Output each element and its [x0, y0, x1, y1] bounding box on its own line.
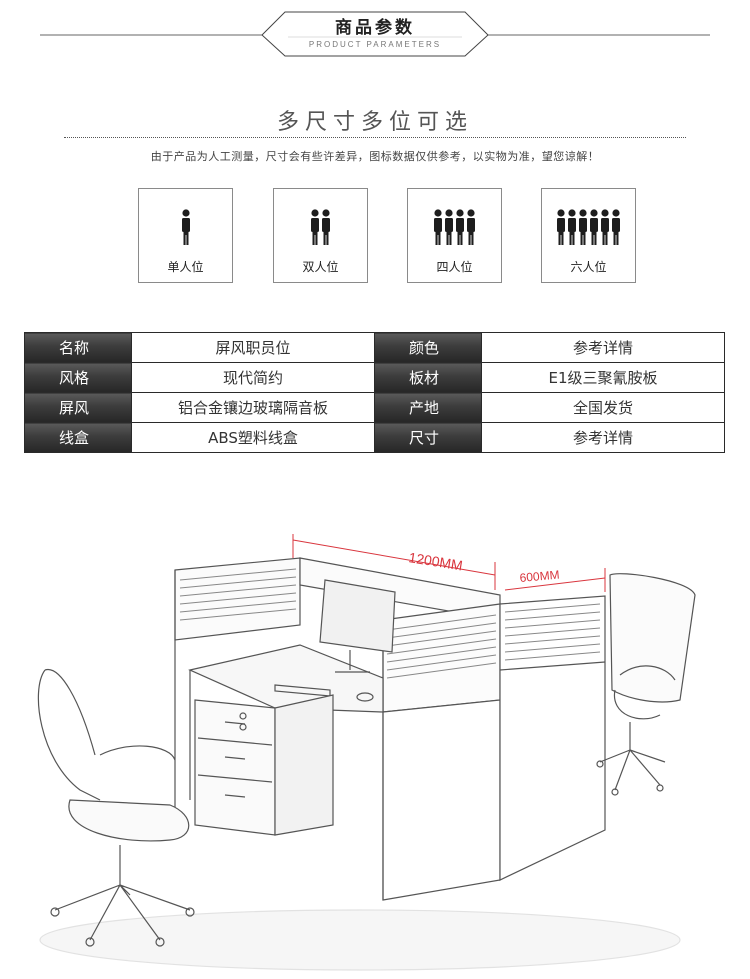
size-option-label: 单人位: [167, 260, 204, 274]
header-title: 商品参数: [335, 18, 415, 38]
person-icon: [612, 209, 620, 245]
size-option-label: 六人位: [570, 260, 607, 274]
param-key: 屏风: [24, 392, 132, 423]
person-icon-group: [139, 209, 232, 249]
param-value: 参考详情: [481, 422, 725, 453]
param-key: 线盒: [24, 422, 132, 453]
person-icon: [601, 209, 609, 245]
sizes-title: 多尺寸多位可选: [276, 110, 473, 135]
people-icon: [557, 209, 620, 245]
param-key: 名称: [24, 332, 132, 363]
table-row: 屏风 铝合金镶边玻璃隔音板 产地 全国发货: [24, 392, 725, 423]
people-icon: [181, 209, 190, 245]
param-value: 铝合金镶边玻璃隔音板: [131, 392, 375, 423]
person-icon-group: [542, 209, 635, 249]
person-icon: [590, 209, 598, 245]
person-icon: [322, 209, 330, 245]
person-icon: [311, 209, 319, 245]
table-row: 风格 现代简约 板材 E1级三聚氰胺板: [24, 362, 725, 393]
workstation-sketch: [37, 557, 696, 971]
person-icon: [557, 209, 565, 245]
header-banner: 商品参数 PRODUCT PARAMETERS: [0, 0, 750, 60]
param-value: 全国发货: [481, 392, 725, 423]
person-icon: [579, 209, 587, 245]
table-row: 名称 屏风职员位 颜色 参考详情: [24, 332, 725, 363]
size-option-label: 双人位: [302, 260, 339, 274]
size-option-double[interactable]: 双人位: [273, 188, 368, 283]
workstation-illustration: 1200MM 600MM: [37, 534, 696, 971]
person-icon: [434, 209, 442, 245]
people-icon: [434, 209, 475, 245]
param-value: 屏风职员位: [131, 332, 375, 363]
width-dimension-label: 1200MM: [408, 549, 464, 573]
person-icon: [568, 209, 576, 245]
person-icon: [181, 209, 190, 245]
size-option-label: 四人位: [436, 260, 473, 274]
param-key: 风格: [24, 362, 132, 393]
person-icon-group: [408, 209, 501, 249]
dotted-divider: [64, 137, 686, 138]
param-value: E1级三聚氰胺板: [481, 362, 725, 393]
parameter-table: 名称 屏风职员位 颜色 参考详情 风格 现代简约 板材 E1级三聚氰胺板 屏风 …: [24, 332, 725, 453]
size-option-six[interactable]: 六人位: [541, 188, 636, 283]
size-option-single[interactable]: 单人位: [138, 188, 233, 283]
header-subtitle: PRODUCT PARAMETERS: [308, 40, 442, 49]
param-key: 板材: [374, 362, 482, 393]
size-option-four[interactable]: 四人位: [407, 188, 502, 283]
person-icon: [445, 209, 453, 245]
param-key: 颜色: [374, 332, 482, 363]
param-key: 产地: [374, 392, 482, 423]
table-row: 线盒 ABS塑料线盒 尺寸 参考详情: [24, 422, 725, 453]
param-value: 现代简约: [131, 362, 375, 393]
param-value: ABS塑料线盒: [131, 422, 375, 453]
person-icon-group: [274, 209, 367, 249]
header-ornament: [40, 11, 710, 57]
param-key: 尺寸: [374, 422, 482, 453]
depth-dimension-label: 600MM: [519, 568, 560, 585]
size-options: 单人位 双人位 四人位 六人位: [0, 188, 750, 284]
param-value: 参考详情: [481, 332, 725, 363]
people-icon: [311, 209, 330, 245]
sizes-note: 由于产品为人工测量，尺寸会有些许差异，图标数据仅供参考，以实物为准，望您谅解！: [150, 150, 600, 163]
dimension-lines: [292, 534, 606, 592]
person-icon: [467, 209, 475, 245]
person-icon: [456, 209, 464, 245]
